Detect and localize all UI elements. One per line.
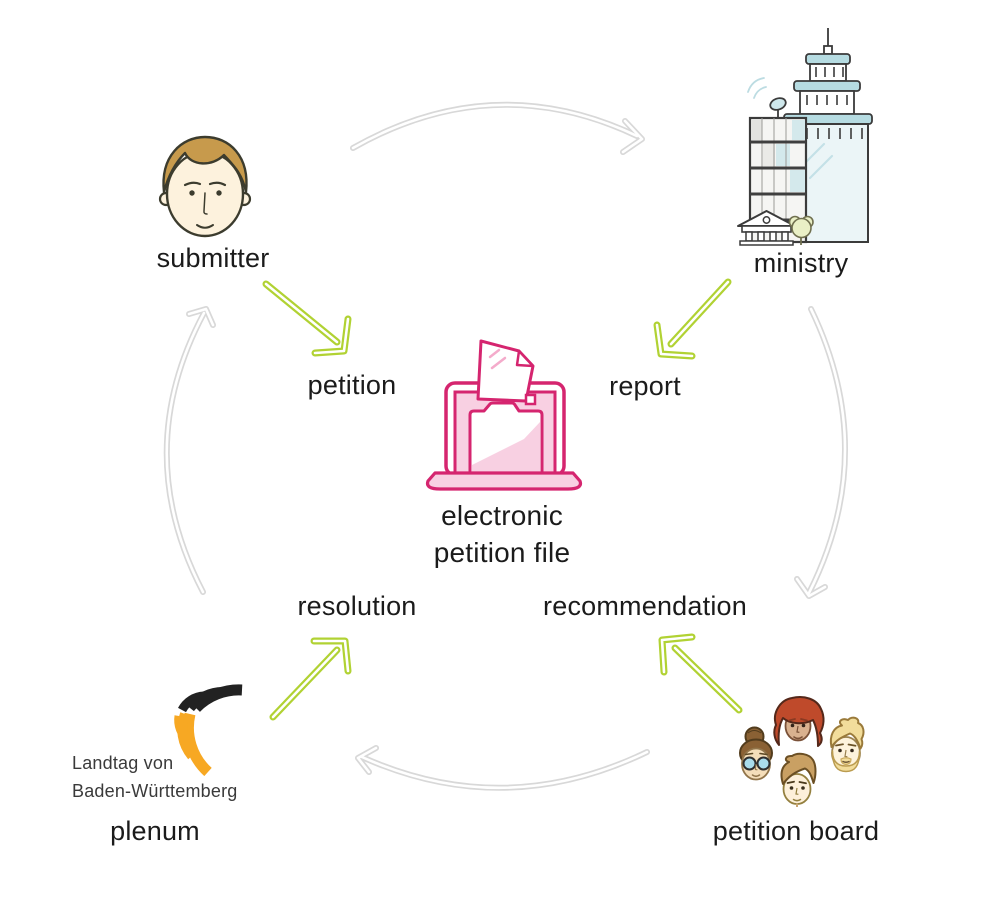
flow-arrow-petition (262, 280, 352, 357)
flow-arrow-report (653, 278, 732, 360)
logo-arc-outer-orange (182, 712, 212, 776)
submitter-label: submitter (156, 243, 270, 273)
flow-arrow-recommendation (658, 633, 743, 714)
board-member-young-man (780, 752, 817, 807)
logo-arc-inner-black (178, 691, 205, 713)
landtag-logo-text: Landtag von Baden-Württemberg (72, 749, 292, 805)
laptop-petition-file-icon (425, 339, 583, 491)
cycle-arrow-ministry-to-board (794, 306, 848, 599)
landtag-baden-wuerttemberg-logo (174, 684, 243, 776)
folder-icon (468, 401, 544, 476)
submitter-face-icon (158, 135, 252, 238)
resolution-flow-label: resolution (297, 591, 417, 621)
center-label-line2: petition file (433, 537, 571, 568)
landtag-logo-text-line2: Baden-Württemberg (72, 781, 238, 801)
cycle-arrow-plenum-to-submitter (163, 306, 216, 595)
document-icon (476, 339, 535, 403)
logo-arc-mid-black (186, 687, 225, 712)
flow-arrow-resolution (269, 637, 352, 721)
cycle-arrow-submitter-to-ministry (350, 101, 645, 155)
center-label: electronic petition file (392, 497, 612, 571)
center-label-line1: electronic (441, 500, 563, 531)
ministry-label: ministry (753, 248, 849, 278)
board-member-red-hair-woman (773, 696, 825, 747)
tree-icon (788, 215, 814, 245)
petition-board-label: petition board (712, 816, 880, 846)
satellite-dish-icon (747, 77, 787, 118)
laptop-base (425, 471, 583, 491)
classical-building (737, 210, 796, 246)
folder-back-tab (524, 393, 537, 406)
logo-arc-inner-orange (174, 715, 192, 744)
plenum-label: plenum (110, 816, 200, 846)
petition-board-faces-icon (739, 696, 865, 807)
board-member-blond-beard-man (829, 716, 865, 773)
report-flow-label: report (609, 371, 681, 401)
landtag-logo-text-line1: Landtag von (72, 753, 174, 773)
ministry-buildings-icon (737, 28, 873, 246)
recommendation-flow-label: recommendation (543, 591, 747, 621)
cycle-arrow-board-to-plenum (355, 745, 650, 791)
board-member-bun-glasses-woman (739, 726, 773, 781)
petition-flow-label: petition (307, 370, 397, 400)
